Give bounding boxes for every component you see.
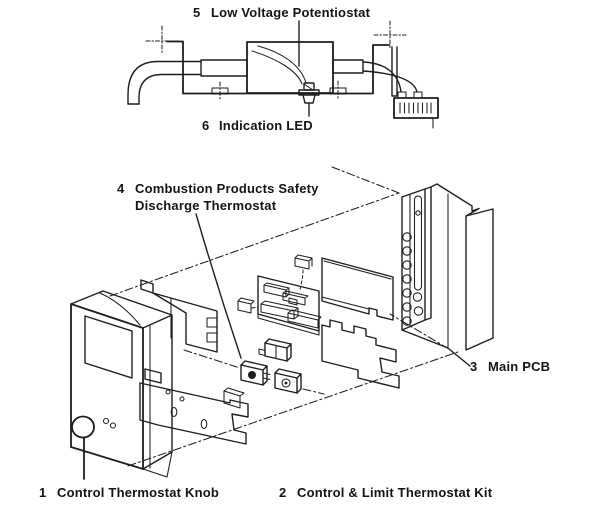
callout-5-number: 5 xyxy=(193,5,200,20)
center-panel xyxy=(321,257,394,321)
callout-4-number: 4 xyxy=(117,181,125,196)
callout-2-number: 2 xyxy=(279,485,286,500)
connector-block xyxy=(393,91,439,129)
left-cable xyxy=(127,60,202,105)
internal-wire xyxy=(257,45,307,84)
thermostat-right xyxy=(274,368,302,394)
left-sleeve xyxy=(200,59,248,77)
callout-3-number: 3 xyxy=(470,359,477,374)
control-assembly-exploded-view: 4 Combustion Products Safety Discharge T… xyxy=(39,166,550,500)
small-plate xyxy=(223,387,245,409)
callout-1-label: Control Thermostat Knob xyxy=(57,485,219,500)
pcb-component-left xyxy=(237,297,259,314)
right-cable xyxy=(362,61,418,93)
indication-led xyxy=(298,82,320,104)
callout-5-label: Low Voltage Potentiostat xyxy=(211,5,371,20)
rear-bracket xyxy=(401,183,480,349)
callout-1-number: 1 xyxy=(39,485,46,500)
callout-6-label: Indication LED xyxy=(219,118,313,133)
low-voltage-potentiostat-assembly: 5 Low Voltage Potentiostat 6 Indication … xyxy=(127,5,439,133)
control-thermostat-knob xyxy=(71,415,117,439)
callout-6-number: 6 xyxy=(202,118,209,133)
centerline-cross-right xyxy=(373,20,407,50)
discharge-thermostat xyxy=(240,360,271,386)
main-pcb xyxy=(237,254,322,336)
callout-3-leader xyxy=(448,348,471,367)
display-window xyxy=(84,315,133,379)
potentiostat-body xyxy=(246,41,334,94)
right-sleeve xyxy=(332,59,364,74)
callout-4-label-line1: Combustion Products Safety xyxy=(135,181,319,196)
notched-plate xyxy=(321,319,400,389)
thermostat-kit xyxy=(223,338,302,409)
rear-panel xyxy=(465,208,494,351)
callout-4-leader xyxy=(195,213,242,359)
right-post xyxy=(391,46,398,97)
mounting-bracket-upper xyxy=(140,279,218,353)
control-panel xyxy=(70,290,173,478)
pcb-component-top xyxy=(294,254,313,291)
callout-3-label: Main PCB xyxy=(488,359,550,374)
mounting-bracket-lower xyxy=(139,368,249,445)
callout-4-label-line2: Discharge Thermostat xyxy=(135,198,277,213)
centerline-cross-left xyxy=(145,25,180,55)
callout-2-label: Control & Limit Thermostat Kit xyxy=(297,485,493,500)
construction-lines xyxy=(109,166,459,467)
thermostat-top xyxy=(258,338,292,362)
mounting-feet xyxy=(211,80,347,101)
